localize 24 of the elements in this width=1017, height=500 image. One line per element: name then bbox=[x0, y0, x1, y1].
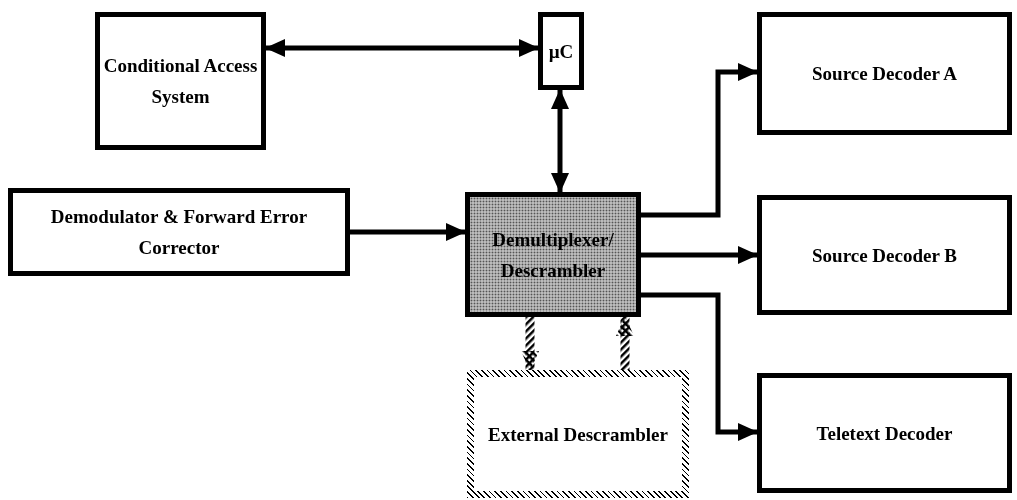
block-label: External Descrambler bbox=[488, 422, 668, 447]
arrow bbox=[641, 63, 758, 218]
block-label: µC bbox=[548, 39, 574, 64]
hatched-arrow bbox=[521, 317, 539, 371]
block-label: Demodulator & Forward Error Corrector bbox=[49, 205, 309, 260]
process-box bbox=[8, 188, 350, 276]
arrow bbox=[551, 89, 569, 193]
process-box bbox=[757, 195, 1012, 315]
block-label: Conditional Access System bbox=[102, 54, 259, 109]
hatched-optional-box bbox=[467, 370, 689, 498]
hatched-arrow bbox=[616, 316, 634, 370]
arrow bbox=[641, 246, 758, 264]
block-label: Demultiplexer/ Descrambler bbox=[491, 227, 615, 283]
arrow bbox=[265, 39, 539, 57]
block-label: Source Decoder A bbox=[812, 62, 957, 86]
block-label: Source Decoder B bbox=[812, 243, 957, 268]
process-box bbox=[95, 12, 266, 150]
arrow bbox=[641, 292, 758, 441]
arrow bbox=[350, 223, 466, 241]
process-box bbox=[757, 12, 1012, 135]
block-label: Teletext Decoder bbox=[816, 421, 953, 446]
shaded-process-box bbox=[465, 192, 641, 317]
process-box bbox=[538, 12, 584, 90]
process-box bbox=[757, 373, 1012, 493]
